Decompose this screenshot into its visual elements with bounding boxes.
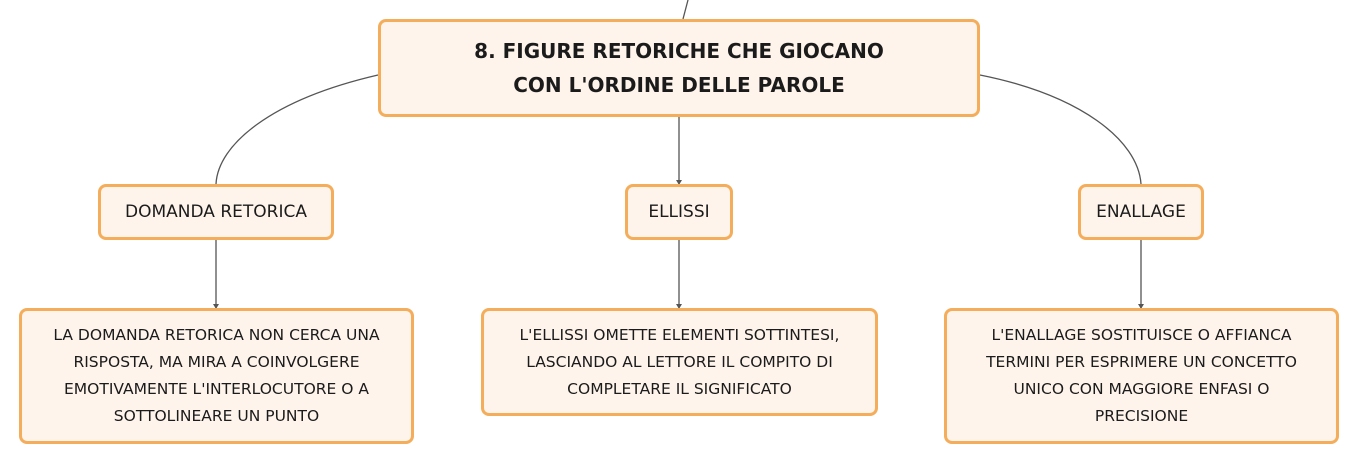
arrowhead-enallage-description	[1138, 304, 1144, 309]
description-node-domanda-retorica[interactable]: LA DOMANDA RETORICA NON CERCA UNA RISPOS…	[19, 308, 414, 444]
topic-node-domanda-retorica[interactable]: DOMANDA RETORICA	[98, 184, 334, 240]
description-text-domanda-retorica: LA DOMANDA RETORICA NON CERCA UNA RISPOS…	[53, 326, 380, 425]
connector-parent-to-root	[682, 0, 689, 20]
arrowhead-domanda-retorica-description	[213, 304, 219, 309]
topic-label-ellissi: ELLISSI	[648, 202, 710, 222]
topic-label-enallage: ENALLAGE	[1096, 202, 1186, 222]
connector-root-to-enallage	[979, 74, 1142, 185]
arrowhead-ellissi-description	[676, 304, 682, 309]
root-topic-label: 8. FIGURE RETORICHE CHE GIOCANO CON L'OR…	[474, 39, 884, 97]
topic-label-domanda-retorica: DOMANDA RETORICA	[125, 202, 307, 222]
description-node-enallage[interactable]: L'ENALLAGE SOSTITUISCE O AFFIANCA TERMIN…	[944, 308, 1339, 444]
description-text-ellissi: L'ELLISSI OMETTE ELEMENTI SOTTINTESI, LA…	[519, 325, 840, 398]
connector-root-to-domanda-retorica	[215, 74, 379, 185]
topic-node-enallage[interactable]: ENALLAGE	[1078, 184, 1204, 240]
description-text-enallage: L'ENALLAGE SOSTITUISCE O AFFIANCA TERMIN…	[986, 326, 1297, 425]
topic-node-ellissi[interactable]: ELLISSI	[625, 184, 733, 240]
description-node-ellissi[interactable]: L'ELLISSI OMETTE ELEMENTI SOTTINTESI, LA…	[481, 308, 878, 416]
arrowhead-ellissi	[676, 180, 682, 185]
root-topic-node[interactable]: 8. FIGURE RETORICHE CHE GIOCANO CON L'OR…	[378, 19, 980, 117]
